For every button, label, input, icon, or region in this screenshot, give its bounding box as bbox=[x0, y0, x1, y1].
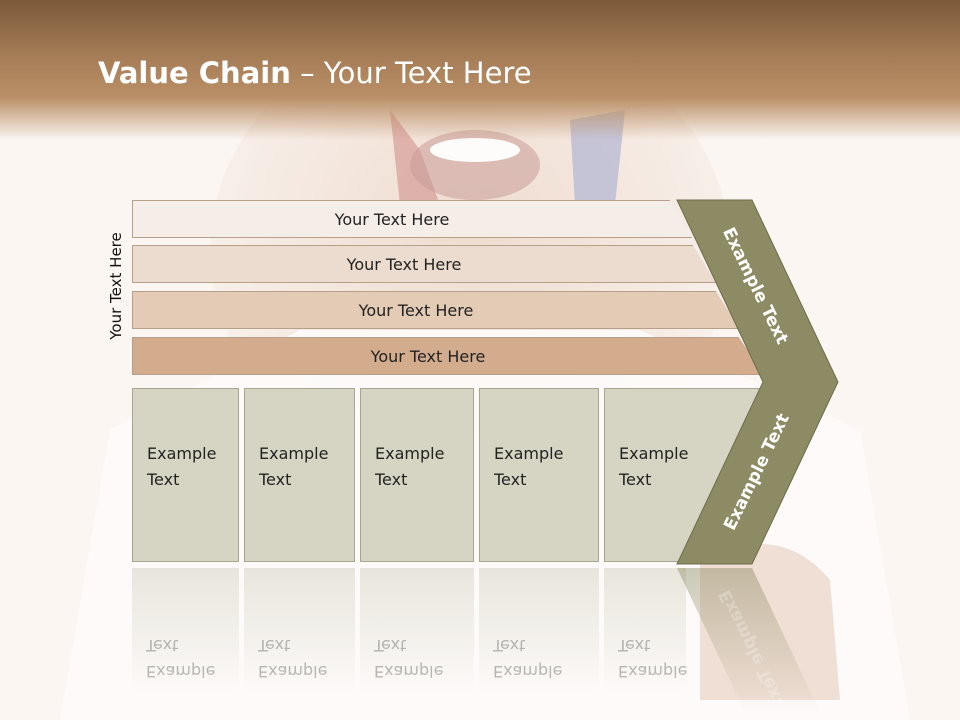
column-1: Example Text bbox=[132, 388, 239, 562]
side-label: Your Text Here bbox=[107, 232, 125, 340]
column-3: Example Text bbox=[360, 388, 474, 562]
column-5-text: Example Text bbox=[619, 444, 689, 489]
bar-3: Your Text Here bbox=[132, 291, 740, 329]
column-1-reflection-text: Example Text bbox=[146, 636, 216, 681]
bar-4-label: Your Text Here bbox=[370, 346, 486, 366]
column-5-reflection: Example Text bbox=[604, 568, 688, 692]
header-bar bbox=[0, 0, 960, 140]
column-1-reflection: Example Text bbox=[132, 568, 239, 692]
column-3-text: Example Text bbox=[375, 444, 445, 489]
column-3-reflection-text: Example Text bbox=[374, 636, 444, 681]
bar-2: Your Text Here bbox=[132, 245, 716, 283]
bar-1: Your Text Here bbox=[132, 200, 692, 238]
column-4-reflection: Example Text bbox=[479, 568, 599, 692]
bar-2-label: Your Text Here bbox=[346, 254, 462, 274]
column-4: Example Text bbox=[479, 388, 599, 562]
column-3-reflection: Example Text bbox=[360, 568, 474, 692]
bar-3-label: Your Text Here bbox=[358, 300, 474, 320]
column-2-reflection-text: Example Text bbox=[258, 636, 328, 681]
column-4-reflection-text: Example Text bbox=[493, 636, 563, 681]
column-2-reflection: Example Text bbox=[244, 568, 355, 692]
bar-4: Your Text Here bbox=[132, 337, 764, 375]
title-rest: – Your Text Here bbox=[290, 56, 532, 90]
column-4-text: Example Text bbox=[494, 444, 564, 489]
column-2: Example Text bbox=[244, 388, 355, 562]
page-title: Value Chain – Your Text Here bbox=[98, 56, 532, 90]
title-bold: Value Chain bbox=[98, 56, 291, 90]
bar-1-label: Your Text Here bbox=[334, 209, 450, 229]
column-5-reflection-text: Example Text bbox=[618, 636, 688, 681]
column-1-text: Example Text bbox=[147, 444, 217, 489]
column-2-text: Example Text bbox=[259, 444, 329, 489]
